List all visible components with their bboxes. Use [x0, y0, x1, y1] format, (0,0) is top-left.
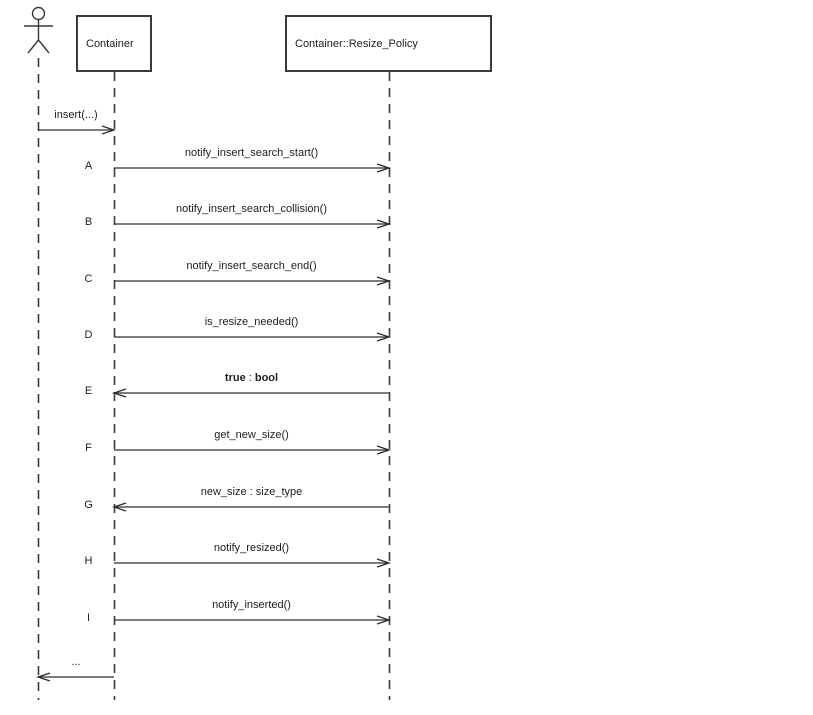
arrow-is-resize-needed	[114, 332, 392, 342]
sequence-id-E: E	[84, 385, 93, 397]
arrow-notify-insert-search-collision	[114, 219, 392, 229]
arrow-notify-inserted	[114, 615, 392, 625]
message-label-notify-inserted: notify_inserted()	[212, 599, 291, 611]
return-separator: :	[245, 372, 255, 384]
message-label-get-new-size: get_new_size()	[214, 429, 289, 441]
sequence-id-H: H	[84, 555, 93, 567]
message-label-ellipsis: ...	[71, 656, 81, 668]
actor-head	[31, 6, 46, 21]
message-label-true-bool: true : bool	[114, 371, 389, 385]
participant-label-container: Container	[86, 37, 134, 50]
arrow-return-to-actor	[35, 672, 114, 682]
sequence-id-C: C	[84, 273, 93, 285]
sequence-id-F: F	[85, 442, 92, 454]
sequence-id-B: B	[84, 216, 93, 228]
arrow-notify-insert-search-start	[114, 163, 392, 173]
actor-leg-right	[37, 39, 50, 54]
participant-box-resize-policy: Container::Resize_Policy	[285, 15, 492, 72]
arrow-get-new-size	[114, 445, 392, 455]
message-label-notify-insert-search-end: notify_insert_search_end()	[186, 260, 317, 272]
sequence-id-G: G	[84, 499, 93, 511]
message-label-insert: insert(...)	[54, 109, 98, 121]
return-type-bool: bool	[254, 372, 279, 384]
message-label-is-resize-needed: is_resize_needed()	[204, 316, 299, 328]
sequence-id-I: I	[86, 612, 91, 624]
arrow-notify-resized	[114, 558, 392, 568]
message-label-notify-insert-search-collision: notify_insert_search_collision()	[175, 203, 327, 215]
message-label-new-size: new_size : size_type	[200, 486, 303, 498]
actor-leg-left	[27, 39, 40, 54]
message-label-notify-resized: notify_resized()	[213, 542, 290, 554]
participant-box-container: Container	[76, 15, 152, 72]
sequence-id-A: A	[84, 160, 93, 172]
sequence-id-D: D	[84, 329, 93, 341]
arrow-insert	[38, 125, 117, 135]
arrow-notify-insert-search-end	[114, 276, 392, 286]
participant-label-resize-policy: Container::Resize_Policy	[295, 37, 418, 50]
message-label-notify-insert-search-start: notify_insert_search_start()	[184, 147, 319, 159]
arrow-return-true-bool	[111, 388, 389, 398]
return-value-true: true	[224, 372, 246, 384]
arrow-return-new-size	[111, 502, 389, 512]
actor-icon	[24, 6, 53, 54]
